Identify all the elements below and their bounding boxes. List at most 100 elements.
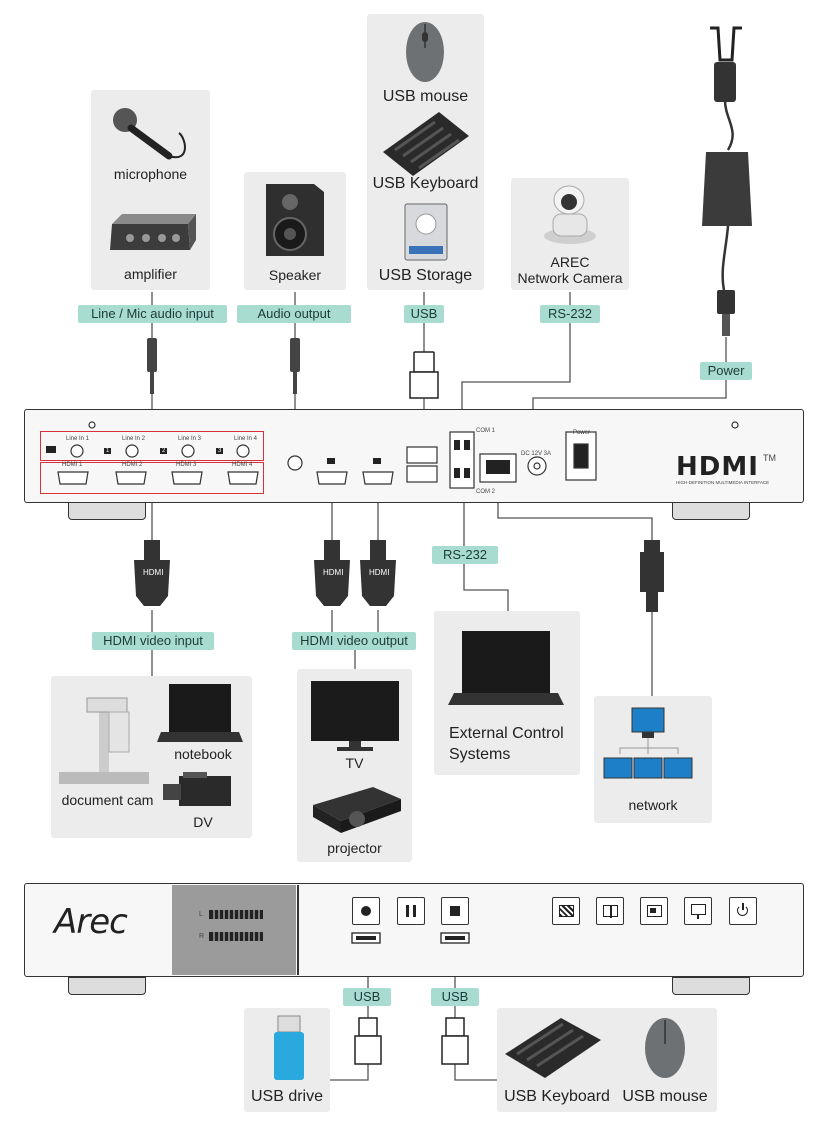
line-in-1-label: Line In 1: [66, 436, 90, 442]
tag-power: Power: [700, 362, 752, 380]
tag-usb-bottom-right: USB: [431, 988, 479, 1006]
usb-drive-icon: [274, 1015, 304, 1080]
speaker-icon: [266, 184, 324, 256]
laptop-icon: [448, 631, 564, 705]
layout-pattern-button[interactable]: [552, 897, 580, 925]
dv-camera-icon: [163, 772, 231, 806]
tag-rs232-top: RS-232: [540, 305, 600, 323]
channel-badge-1: 1: [104, 448, 112, 454]
external-control-label-line1: External Control: [449, 725, 564, 742]
projector-icon: [313, 787, 401, 833]
stop-button[interactable]: [441, 897, 469, 925]
usb-storage-icon: [404, 203, 448, 261]
camera-label-line2: Network Camera: [517, 270, 623, 286]
external-control-panel: External Control Systems: [434, 611, 580, 775]
audio-meter-window: [172, 885, 296, 975]
audio-input-panel: microphone amplifier: [91, 90, 210, 290]
split-layout-icon-divider: [610, 905, 612, 918]
com2-label: COM 2: [476, 489, 496, 495]
usb-keyboard-bottom-label: USB Keyboard: [504, 1088, 610, 1105]
line-in-4-label: Line In 4: [234, 436, 258, 442]
video-input-panel: document cam notebook DV: [51, 676, 252, 838]
tag-hdmi-video-input: HDMI video input: [92, 632, 214, 650]
amplifier-label: amplifier: [124, 266, 177, 282]
hdmi-in-2-label: HDMI 2: [122, 462, 143, 468]
tag-rs232-bottom: RS-232: [432, 546, 498, 564]
pattern-icon: [559, 905, 574, 917]
projector-label: projector: [327, 840, 382, 856]
line-in-2-label: Line In 2: [122, 436, 146, 442]
speaker-label: Speaker: [268, 267, 322, 283]
hdmi-tm: TM: [763, 453, 776, 463]
tv-label: TV: [345, 755, 364, 771]
usb-mouse-bottom-label: USB mouse: [622, 1088, 708, 1105]
usb-mouse-bottom-icon: [645, 1018, 685, 1078]
usb-keyboard-label: USB Keyboard: [372, 175, 479, 192]
arec-logo: Arec: [54, 902, 128, 942]
usb-mouse-label: USB mouse: [382, 88, 469, 105]
pause-button[interactable]: [397, 897, 425, 925]
layout-split-button[interactable]: [596, 897, 624, 925]
hdmi-cable-label-output-2: HDMI: [369, 568, 390, 577]
camera-panel: AREC Network Camera: [511, 178, 629, 290]
hdmi-cable-label-output-1: HDMI: [323, 568, 344, 577]
speaker-panel: Speaker: [244, 172, 346, 290]
hdmi-in-highlight: [40, 462, 264, 494]
network-panel: network: [594, 696, 712, 823]
camera-label-line1: AREC: [550, 254, 590, 270]
usb-drive-panel: USB drive: [244, 1008, 330, 1112]
network-label: network: [628, 797, 678, 813]
amplifier-icon: [110, 214, 196, 250]
dc-label: DC 12V 3A: [521, 451, 552, 457]
tag-usb-bottom-left: USB: [343, 988, 391, 1006]
microphone-label: microphone: [113, 166, 188, 182]
pip-icon: [647, 905, 662, 917]
hdmi-logo: HDMI: [676, 452, 759, 482]
hdmi-tagline: HIGH-DEFINITION MULTIMEDIA INTERFACE: [676, 480, 770, 485]
tag-usb-top: USB: [404, 305, 444, 323]
usb-drive-label: USB drive: [250, 1088, 324, 1105]
dv-label: DV: [193, 814, 213, 830]
tag-hdmi-video-output: HDMI video output: [292, 632, 416, 650]
usb-devices-panel: USB mouse USB Keyboard USB Storage: [367, 14, 484, 290]
usb-keyboard-bottom-icon: [505, 1018, 601, 1078]
meter-l-label: L: [199, 911, 203, 918]
meter-r-label: R: [199, 933, 205, 940]
pause-icon-bar: [413, 905, 416, 917]
hdmi-in-1-label: HDMI 1: [62, 462, 83, 468]
video-output-panel: TV projector: [297, 669, 412, 862]
network-camera-icon: [544, 185, 596, 244]
tag-audio-output: Audio output: [237, 305, 351, 323]
monitor-button[interactable]: [684, 897, 712, 925]
line-in-3-label: Line In 3: [178, 436, 202, 442]
hdmi-in-4-label: HDMI 4: [232, 462, 253, 468]
document-cam-label: document cam: [61, 792, 154, 808]
hdmi-in-3-label: HDMI 3: [176, 462, 197, 468]
hdmi-cable-label-input: HDMI: [143, 568, 164, 577]
usb-storage-label: USB Storage: [378, 267, 473, 284]
monitor-icon-stand: [697, 915, 699, 919]
usb-keyboard-icon: [383, 112, 469, 176]
network-icon: [603, 707, 693, 779]
external-control-label-line2: Systems: [449, 746, 511, 763]
notebook-label: notebook: [174, 746, 232, 762]
stop-icon: [450, 906, 460, 916]
channel-badge-3: 3: [216, 448, 224, 454]
usb-mouse-icon: [406, 22, 444, 82]
power-icon: [737, 905, 748, 916]
line-in-highlight: [40, 431, 264, 461]
front-foot-right: [672, 977, 750, 995]
power-icon-line: [742, 903, 744, 910]
record-button[interactable]: [352, 897, 380, 925]
notebook-icon: [157, 684, 243, 742]
pip-button[interactable]: [640, 897, 668, 925]
pause-icon: [406, 905, 409, 917]
power-button[interactable]: [729, 897, 757, 925]
